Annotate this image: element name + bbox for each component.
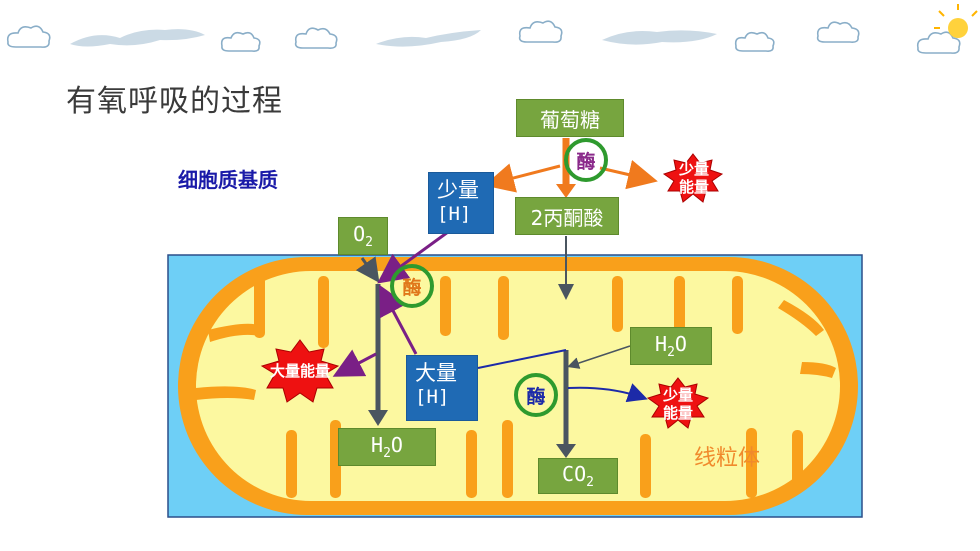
enzyme-circle-krebs: 酶	[514, 373, 558, 417]
small-hydrogen-box: 少量 [H]	[428, 172, 494, 234]
mitochondria-label: 线粒体	[694, 446, 761, 471]
glucose-box: 葡萄糖	[516, 99, 624, 137]
large-hydrogen-symbol: [H]	[415, 386, 450, 409]
large-hydrogen-label: 大量	[415, 361, 457, 385]
cloud-icon	[6, 25, 51, 48]
h2o-input-box: H2O	[630, 327, 712, 365]
arrow-o2-line	[355, 256, 380, 283]
co2-box: CO2	[538, 458, 618, 494]
page-title: 有氧呼吸的过程	[66, 84, 283, 119]
small-energy-glycolysis: 少量 能量	[678, 160, 709, 196]
brush-stroke-icon	[376, 30, 481, 47]
h2o-output-label: H2O	[371, 433, 403, 461]
h2o-input-label: H2O	[655, 332, 687, 360]
cloud-icon	[220, 31, 261, 52]
small-hydrogen-label: 少量	[437, 178, 479, 202]
large-energy-label: 大量能量	[269, 362, 330, 380]
glucose-label: 葡萄糖	[540, 107, 600, 132]
pyruvate-label: 2丙酮酸	[530, 205, 604, 230]
arrow-to-small-energy	[599, 159, 658, 190]
brush-stroke-icon	[602, 30, 717, 45]
cloud-icon	[518, 20, 563, 43]
enzyme-circle-glycolysis: 酶	[564, 138, 608, 182]
cristae	[196, 276, 836, 498]
co2-label: CO2	[562, 462, 594, 490]
arrow-to-matrix-energy	[567, 383, 648, 403]
energy-star-shape	[646, 377, 710, 429]
cloud-icon	[294, 27, 338, 49]
cytoplasm-label: 细胞质基质	[178, 168, 278, 192]
cloud-icon	[816, 21, 860, 43]
sun-icon	[934, 4, 978, 38]
energy-star-shape	[260, 339, 340, 403]
large-hydrogen-box: 大量 [H]	[406, 355, 478, 421]
arrow-h2o-input	[567, 345, 631, 369]
enzyme-circle-oxidation: 酶	[390, 264, 434, 308]
o2-box: O2	[338, 217, 388, 255]
arrow-to-small-h	[484, 163, 561, 193]
h2o-output-box: H2O	[338, 428, 436, 466]
brush-stroke-icon	[70, 29, 205, 47]
arrow-large-h-to-enzyme	[379, 284, 418, 355]
pyruvate-box: 2丙酮酸	[515, 197, 619, 235]
cloud-icon	[916, 31, 961, 54]
arrow-to-large-energy	[332, 349, 377, 377]
o2-label: O2	[353, 222, 373, 250]
arrow-small-h-to-mito	[377, 230, 449, 284]
header-decoration	[6, 4, 978, 54]
arrow-matrix-to-large-h	[477, 349, 567, 369]
energy-star-shape	[662, 153, 724, 203]
small-hydrogen-symbol: [H]	[437, 203, 472, 226]
small-energy-matrix: 少量 能量	[662, 386, 693, 422]
cloud-icon	[734, 31, 775, 52]
